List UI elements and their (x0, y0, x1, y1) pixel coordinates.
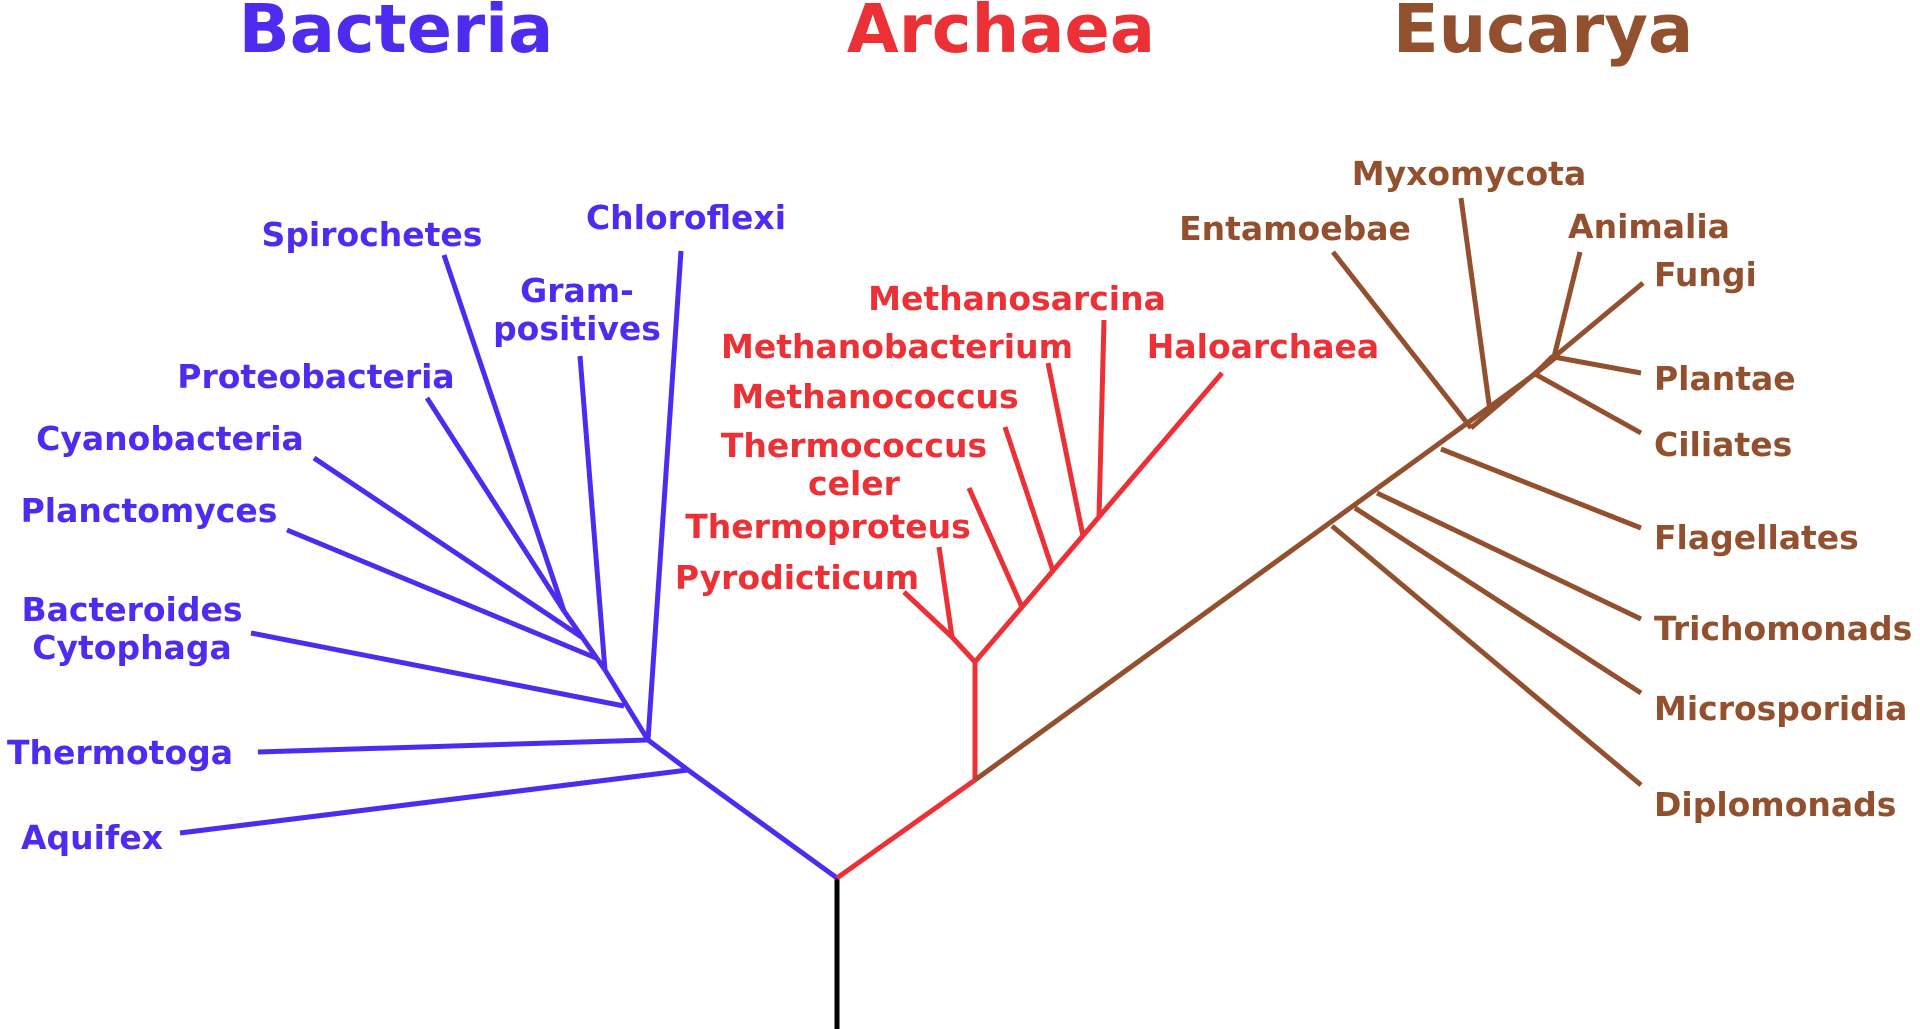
label-flagellates: Flagellates (1654, 518, 1859, 557)
branch-gram-positives (577, 355, 608, 671)
label-methanobacterium: Methanobacterium (721, 327, 1073, 366)
branch-aquifex (179, 767, 689, 836)
branch-planctomyces (286, 527, 597, 661)
label-bacteroides-line2: Cytophaga (32, 628, 231, 667)
archaea-labels: Methanosarcina Methanobacterium Haloarch… (675, 279, 1379, 597)
label-spirochetes: Spirochetes (262, 215, 483, 254)
branch-flagellates (1440, 446, 1642, 531)
bacteria-labels: Spirochetes Chloroflexi Gram- positives … (7, 198, 786, 857)
branch-trichomonads (1375, 490, 1643, 622)
label-chloroflexi: Chloroflexi (586, 198, 786, 237)
label-thermotoga: Thermotoga (7, 733, 233, 772)
branch-eucarya-stem (973, 371, 1537, 783)
branch-entamoebae (1331, 250, 1473, 430)
branch-bacteria-inner (646, 738, 690, 772)
branch-methanobacterium (1045, 362, 1086, 537)
branch-diplomonads (1330, 524, 1643, 787)
branch-bacteroides (250, 630, 625, 709)
label-animalia: Animalia (1568, 207, 1730, 246)
label-pyrodicticum: Pyrodicticum (675, 558, 919, 597)
domain-titles: Bacteria Archaea Eucarya (239, 0, 1694, 68)
label-methanosarcina: Methanosarcina (868, 279, 1166, 318)
label-aquifex: Aquifex (21, 818, 163, 857)
label-diplomonads: Diplomonads (1654, 785, 1896, 824)
domain-title-archaea: Archaea (847, 0, 1155, 68)
branch-plantae (1553, 354, 1642, 376)
branch-proteobacteria (424, 396, 567, 613)
branch-thermotoga (257, 737, 649, 755)
label-entamoebae: Entamoebae (1179, 209, 1411, 248)
eucarya-branches (973, 197, 1645, 787)
branch-archaea-inner (950, 635, 977, 664)
branch-bacteria-crown (561, 609, 608, 672)
branch-thermoproteus (936, 546, 955, 638)
domain-title-eucarya: Eucarya (1393, 0, 1693, 68)
branch-pyrodicticum (902, 590, 954, 639)
branch-archaea-eucarya-stem (835, 777, 977, 881)
branch-euryarchaeota (973, 371, 1224, 664)
label-thermococcus-line1: Thermococcus (721, 426, 987, 465)
label-trichomonads: Trichomonads (1654, 609, 1912, 648)
label-haloarchaea: Haloarchaea (1147, 327, 1379, 366)
branch-methanococcus (1002, 426, 1056, 572)
label-microsporidia: Microsporidia (1654, 689, 1907, 728)
branch-spirochetes (441, 254, 567, 612)
branch-fungi (1552, 281, 1645, 359)
label-bacteroides-line1: Bacteroides (21, 590, 242, 629)
label-gram-positives-line1: Gram- (520, 271, 634, 310)
label-proteobacteria: Proteobacteria (177, 357, 454, 396)
label-ciliates: Ciliates (1654, 425, 1792, 464)
domain-title-bacteria: Bacteria (239, 0, 554, 68)
label-fungi: Fungi (1654, 255, 1757, 294)
label-myxomycota: Myxomycota (1352, 154, 1586, 193)
branch-thermococcus (966, 486, 1025, 609)
branch-eucarya-top (1533, 355, 1556, 376)
branch-cyanobacteria (312, 455, 585, 641)
branch-chloroflexi (645, 250, 684, 741)
branch-microsporidia (1353, 505, 1643, 696)
label-thermoproteus: Thermoproteus (685, 507, 971, 546)
branch-ciliates (1533, 371, 1643, 436)
label-plantae: Plantae (1654, 359, 1796, 398)
branch-bacteria-stem (686, 767, 839, 881)
branch-methanosarcina (1096, 319, 1107, 518)
label-gram-positives-line2: positives (493, 309, 661, 348)
label-cyanobacteria: Cyanobacteria (36, 419, 304, 458)
bacteria-branches (179, 250, 839, 881)
branch-animalia (1551, 251, 1583, 358)
label-planctomyces: Planctomyces (21, 491, 278, 530)
archaea-branches (835, 319, 1224, 881)
branch-myxomycota (1458, 197, 1493, 412)
label-thermococcus-line2: celer (808, 464, 901, 503)
eucarya-labels: Myxomycota Entamoebae Animalia Fungi Pla… (1179, 154, 1912, 824)
label-methanococcus: Methanococcus (731, 377, 1018, 416)
branch-bacteria-upper (602, 668, 651, 742)
